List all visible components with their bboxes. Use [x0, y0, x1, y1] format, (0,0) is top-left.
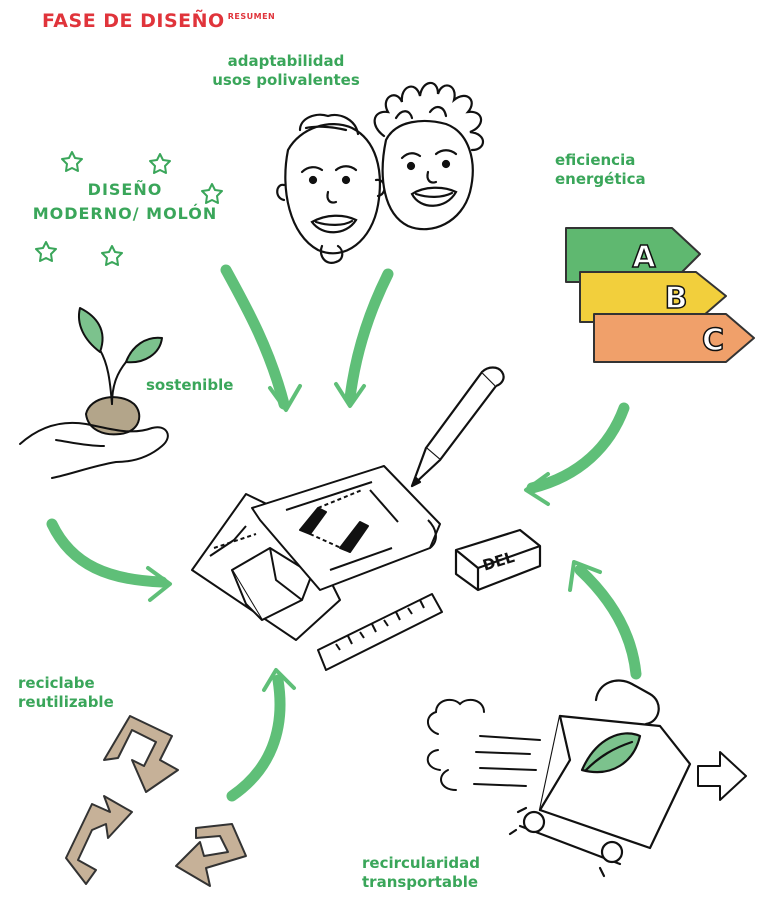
label-efficiency-line1: eficiencia [555, 151, 636, 169]
label-recycle-line1: reciclabe [18, 674, 95, 692]
plant-in-hand-icon [19, 307, 169, 479]
arrow-recycle-head [262, 668, 296, 692]
arrow-design-to-center [220, 264, 290, 410]
suitcase-icon [508, 679, 692, 878]
energy-grade-a: A [632, 240, 656, 275]
label-adaptability: adaptabilidad usos polivalentes [196, 52, 376, 90]
sparkle-stars-icon [35, 151, 223, 266]
energy-grade-c-bar [593, 313, 755, 363]
face-left-icon [276, 113, 386, 264]
ruler-icon [317, 593, 443, 671]
right-arrow-icon [697, 751, 747, 801]
energy-grade-a-bar [565, 227, 701, 283]
label-adaptability-line2: usos polivalentes [212, 70, 360, 89]
energy-grade-c: C [702, 323, 724, 358]
label-recycle-line2: reutilizable [18, 692, 114, 711]
label-circularity-line1: recircularidad [362, 854, 480, 872]
arrow-adapt-head [334, 382, 366, 408]
arrow-sustainable-head [146, 566, 172, 602]
label-efficiency-line2: energética [555, 169, 646, 188]
energy-grade-b: B [665, 281, 688, 316]
label-sustainable: sostenible [146, 376, 233, 395]
eraser-icon [454, 528, 542, 592]
label-design-line2: MODERNO/ MOLÓN [32, 204, 218, 223]
label-recycle: reciclabe reutilizable [18, 674, 114, 712]
label-circularity-line2: transportable [362, 872, 479, 891]
energy-grade-b-bar [579, 271, 727, 323]
label-circularity: recircularidad transportable [362, 854, 480, 892]
blueprint-papers-icon [191, 465, 441, 641]
recycle-icon [65, 715, 247, 887]
face-right-icon [373, 81, 485, 231]
title-tag: RESUMEN [227, 12, 276, 21]
title-main: FASE DE DISEÑO [42, 10, 225, 32]
label-design: DISEÑO MODERNO/ MOLÓN [30, 180, 220, 224]
arrow-sustainable-to-center [46, 518, 168, 588]
label-efficiency: eficiencia energética [555, 151, 646, 189]
arrow-recycle-to-center [226, 674, 286, 802]
arrow-circularity-head [568, 560, 602, 592]
wind-cloud-icon [426, 698, 541, 791]
flow-arrows [46, 264, 642, 802]
energy-rating-icon [565, 227, 755, 363]
arrow-efficiency-to-center [526, 402, 630, 494]
label-sustainable-line1: sostenible [146, 376, 234, 394]
arrow-circularity-to-center [574, 564, 642, 680]
arrow-efficiency-head [524, 472, 550, 506]
label-adaptability-line1: adaptabilidad [227, 52, 345, 70]
pencil-icon [410, 366, 505, 488]
arrow-adapt-to-center [344, 268, 394, 404]
label-design-line1: DISEÑO [87, 180, 163, 199]
arrow-design-head [268, 384, 302, 412]
